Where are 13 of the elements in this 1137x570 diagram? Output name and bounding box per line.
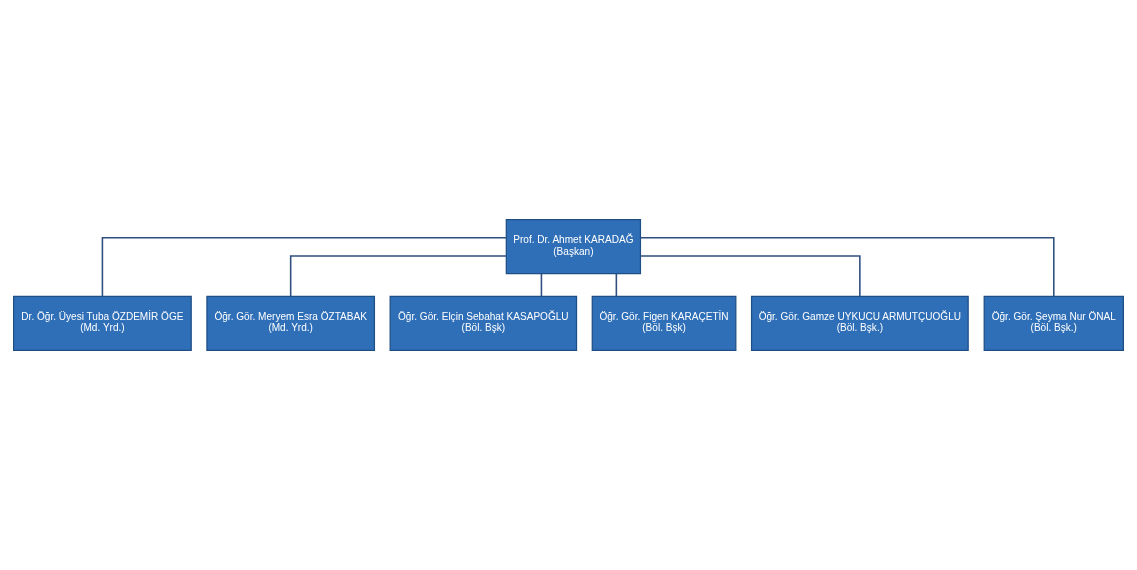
node-box: Öğr. Gör. Elçin Sebahat KASAPOĞLU (Böl. Bşk) [389,295,578,352]
connector [639,237,1055,298]
node-box: Dr. Öğr. Üyesi Tuba ÖZDEMİR ÖGE (Md. Yrd.) [13,295,192,352]
connector [639,255,861,297]
connector [540,272,543,298]
node-box: Öğr. Gör. Şeyma Nur ÖNAL (Böl. Bşk.) [983,295,1124,352]
node-box: Öğr. Gör. Figen KARAÇETİN (Böl. Bşk) [591,295,737,352]
node-box: Öğr. Gör. Gamze UYKUCU ARMUTÇUOĞLU (Böl. Bşk.) [750,295,969,352]
node-box: Öğr. Gör. Meryem Esra ÖZTABAK (Md. Yrd.) [206,295,376,352]
connector [289,255,507,297]
connector [615,272,618,298]
connector [101,237,507,298]
node-box: Prof. Dr. Ahmet KARADAĞ (Başkan) [505,218,642,275]
